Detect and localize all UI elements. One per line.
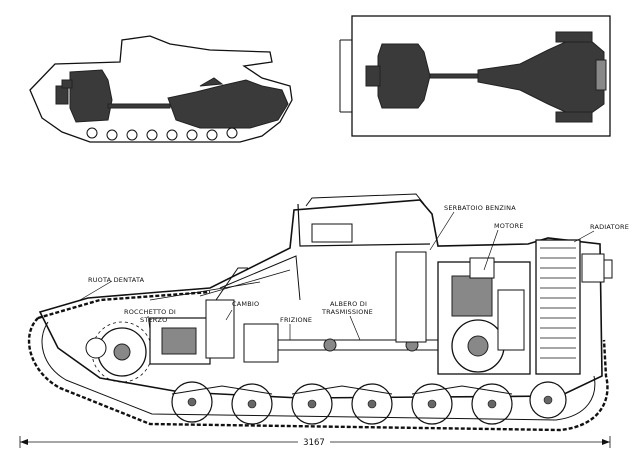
label-ruota-dentata: RUOTA DENTATA <box>88 276 145 284</box>
label-motore: MOTORE <box>494 222 524 230</box>
label-serbatoio-benzina: SERBATOIO BENZINA <box>444 204 516 212</box>
label-rocchetto-sterzo-line1: ROCCHETTO DI <box>124 308 176 316</box>
plan-view <box>339 15 611 137</box>
label-rocchetto-sterzo-line2: STERZO <box>140 316 168 324</box>
label-frizione: FRIZIONE <box>280 316 312 324</box>
side-silhouette-view <box>29 35 293 143</box>
track <box>27 290 609 432</box>
label-albero-trasmissione-line2: TRASMISSIONE <box>321 308 373 316</box>
dimension-value: 3167 <box>303 438 325 448</box>
label-albero-trasmissione-line1: ALBERO DI <box>330 300 367 308</box>
overall-length-dimension: 3167 <box>19 434 611 448</box>
label-cambio: CAMBIO <box>232 300 259 308</box>
label-radiatore: RADIATORE <box>590 223 629 231</box>
main-cutaway-view: RUOTA DENTATA ROCCHETTO DI STERZO CAMBIO… <box>27 193 629 432</box>
